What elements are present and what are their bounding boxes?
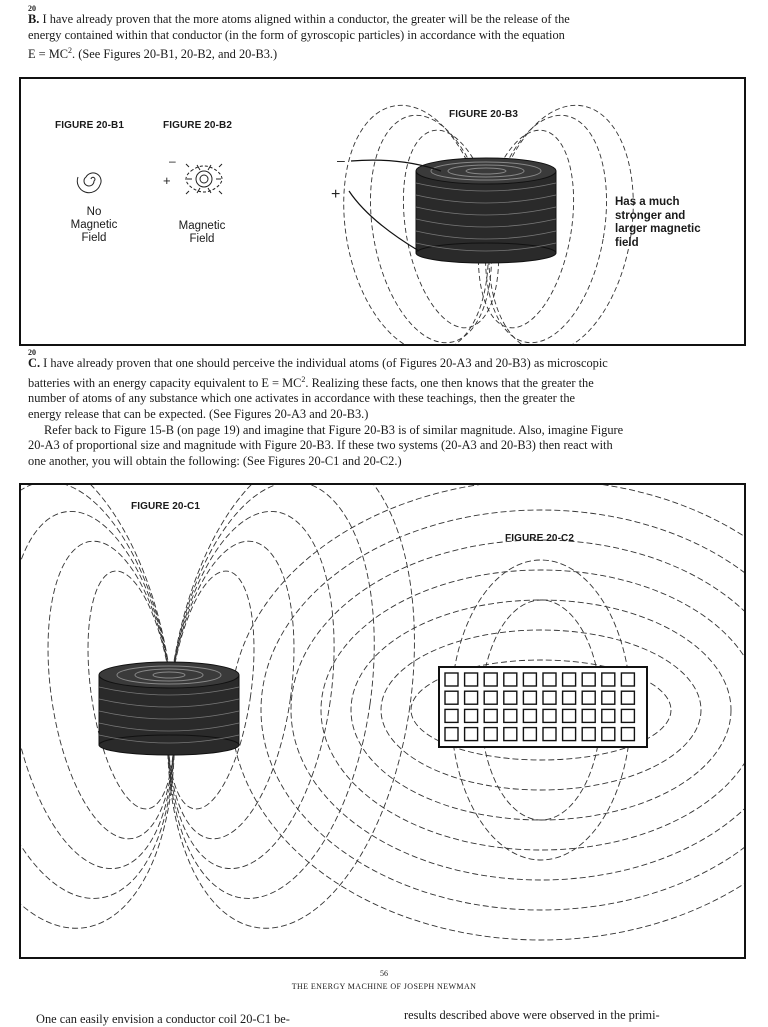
section-c-line-7: one another, you will obtain the followi… bbox=[28, 453, 402, 468]
c2-grid-cell bbox=[503, 690, 518, 705]
figure-20-b3-label: FIGURE 20-B3 bbox=[449, 109, 518, 120]
figure-b-drawing: + – – + bbox=[76, 104, 634, 344]
section-b-exponent: 2 bbox=[68, 46, 73, 56]
c2-grid-cell bbox=[542, 708, 557, 724]
c2-grid-cell bbox=[463, 708, 479, 724]
figure-20-c2-label: FIGURE 20-C2 bbox=[505, 533, 574, 544]
bottom-right-text: results described above were observed in… bbox=[404, 1008, 660, 1022]
c2-grid-cell bbox=[463, 690, 479, 705]
c2-grid-cell bbox=[601, 726, 616, 742]
section-c-line-2a: batteries with an energy capacity equiva… bbox=[28, 375, 302, 390]
figure-c-frame: FIGURE 20-C1 FIGURE 20-C2 bbox=[19, 483, 746, 959]
b3-note-line-3: larger magnetic bbox=[615, 223, 701, 235]
b3-lead-wires bbox=[348, 159, 442, 252]
b2-caption-line-2: Field bbox=[189, 233, 215, 245]
c2-grid-cell bbox=[483, 726, 498, 742]
c1-coil bbox=[98, 661, 240, 756]
c2-grid-cell bbox=[620, 708, 636, 724]
section-c-line-3: number of atoms of any substance which o… bbox=[28, 391, 576, 406]
c2-grid-cell bbox=[581, 672, 596, 687]
figure-c-drawing bbox=[21, 485, 744, 941]
b2-minus-sign: – bbox=[169, 154, 176, 168]
c2-grid-cell bbox=[581, 690, 596, 705]
c2-grid-cell bbox=[522, 708, 538, 724]
b3-plus-sign: + bbox=[331, 186, 340, 203]
c2-grid-cell bbox=[601, 672, 616, 687]
section-number-b: 20 bbox=[28, 4, 36, 13]
c2-grid-cell bbox=[542, 690, 557, 705]
c2-grid-cell bbox=[620, 672, 636, 687]
b1-spiral-icon bbox=[76, 172, 102, 194]
section-c-exponent: 2 bbox=[301, 374, 306, 384]
b3-minus-sign: – bbox=[337, 152, 345, 168]
b1-caption: No Magnetic Field bbox=[51, 206, 137, 245]
c2-grid-cells bbox=[444, 672, 636, 742]
c2-grid-cell bbox=[483, 708, 498, 724]
section-b-line-3: . (See Figures 20-B1, 20-B2, and 20-B3.) bbox=[72, 47, 278, 62]
section-c-line-4: energy release that can be expected. (Se… bbox=[28, 406, 369, 421]
c2-grid-cell bbox=[463, 672, 479, 687]
section-b-equation: E = MC bbox=[28, 47, 69, 62]
b2-atom-icon bbox=[185, 163, 223, 195]
c2-grid-cell bbox=[581, 708, 596, 724]
c2-grid-cell bbox=[522, 726, 538, 742]
b2-plus-sign: + bbox=[163, 173, 171, 188]
b3-note-line-2: stronger and bbox=[615, 209, 686, 222]
section-b-letter: B. bbox=[28, 12, 40, 26]
c2-grid-cell bbox=[561, 690, 577, 705]
b3-note-line-4: field bbox=[615, 236, 639, 249]
figure-20-c1-label: FIGURE 20-C1 bbox=[131, 501, 200, 512]
figure-b-frame: + – – + FIGURE 20-B1 FIGURE 2 bbox=[19, 77, 746, 346]
section-c-paragraph: C. I have already proven that one should… bbox=[28, 356, 748, 469]
section-c-line-2b: . Realizing these facts, one then knows … bbox=[305, 375, 594, 390]
c2-grid-cell bbox=[620, 690, 636, 705]
b2-caption-line-1: Magnetic bbox=[178, 220, 226, 232]
c2-grid-cell bbox=[561, 672, 577, 687]
c2-grid-cell bbox=[503, 672, 518, 687]
page-number: 56 bbox=[380, 969, 388, 978]
c2-grid-cell bbox=[542, 726, 557, 742]
c2-grid-cell bbox=[463, 726, 479, 742]
section-b-paragraph: B. I have already proven that the more a… bbox=[28, 12, 748, 63]
b3-note-line-1: Has a much bbox=[615, 196, 680, 208]
b1-caption-line-2: Magnetic bbox=[70, 219, 118, 231]
c2-grid-cell bbox=[483, 690, 498, 705]
bottom-left-text: One can easily envision a conductor coil… bbox=[36, 1012, 290, 1026]
c2-grid-cell bbox=[561, 708, 577, 724]
b2-caption: Magnetic Field bbox=[159, 220, 245, 246]
section-c-line-6: 20-A3 of proportional size and magnitude… bbox=[28, 438, 613, 453]
c2-grid-cell bbox=[444, 690, 459, 705]
b1-caption-line-1: No bbox=[86, 206, 102, 218]
section-number-c: 20 bbox=[28, 348, 36, 357]
c2-grid-cell bbox=[542, 672, 557, 687]
c2-grid-cell bbox=[561, 726, 577, 742]
c2-grid-cell bbox=[620, 726, 636, 742]
section-b-line-1: I have already proven that the more atom… bbox=[42, 12, 570, 26]
c2-grid-cell bbox=[601, 690, 616, 705]
figure-20-b1-label: FIGURE 20-B1 bbox=[55, 120, 124, 131]
section-c-line-1: I have already proven that one should pe… bbox=[43, 356, 608, 370]
book-title: THE ENERGY MACHINE OF JOSEPH NEWMAN bbox=[291, 982, 477, 991]
section-b-line-2: energy contained within that conductor (… bbox=[28, 27, 565, 42]
section-c-letter: C. bbox=[28, 356, 41, 370]
c2-grid-cell bbox=[444, 672, 459, 687]
section-c-line-5: Refer back to Figure 15-B (on page 19) a… bbox=[44, 422, 624, 437]
c2-grid-cell bbox=[503, 708, 518, 724]
b1-caption-line-3: Field bbox=[81, 232, 107, 244]
c2-grid-cell bbox=[483, 672, 498, 687]
c2-grid-cell bbox=[503, 726, 518, 742]
c2-grid-cell bbox=[444, 726, 459, 742]
c2-grid-cell bbox=[522, 672, 538, 687]
c2-grid-cell bbox=[522, 690, 538, 705]
b3-note: Has a much stronger and larger magnetic … bbox=[615, 196, 735, 250]
c2-grid-cell bbox=[601, 708, 616, 724]
figure-20-b2-label: FIGURE 20-B2 bbox=[163, 120, 232, 131]
b3-coil bbox=[415, 157, 557, 264]
c2-grid-cell bbox=[444, 708, 459, 724]
c2-grid-cell bbox=[581, 726, 596, 742]
